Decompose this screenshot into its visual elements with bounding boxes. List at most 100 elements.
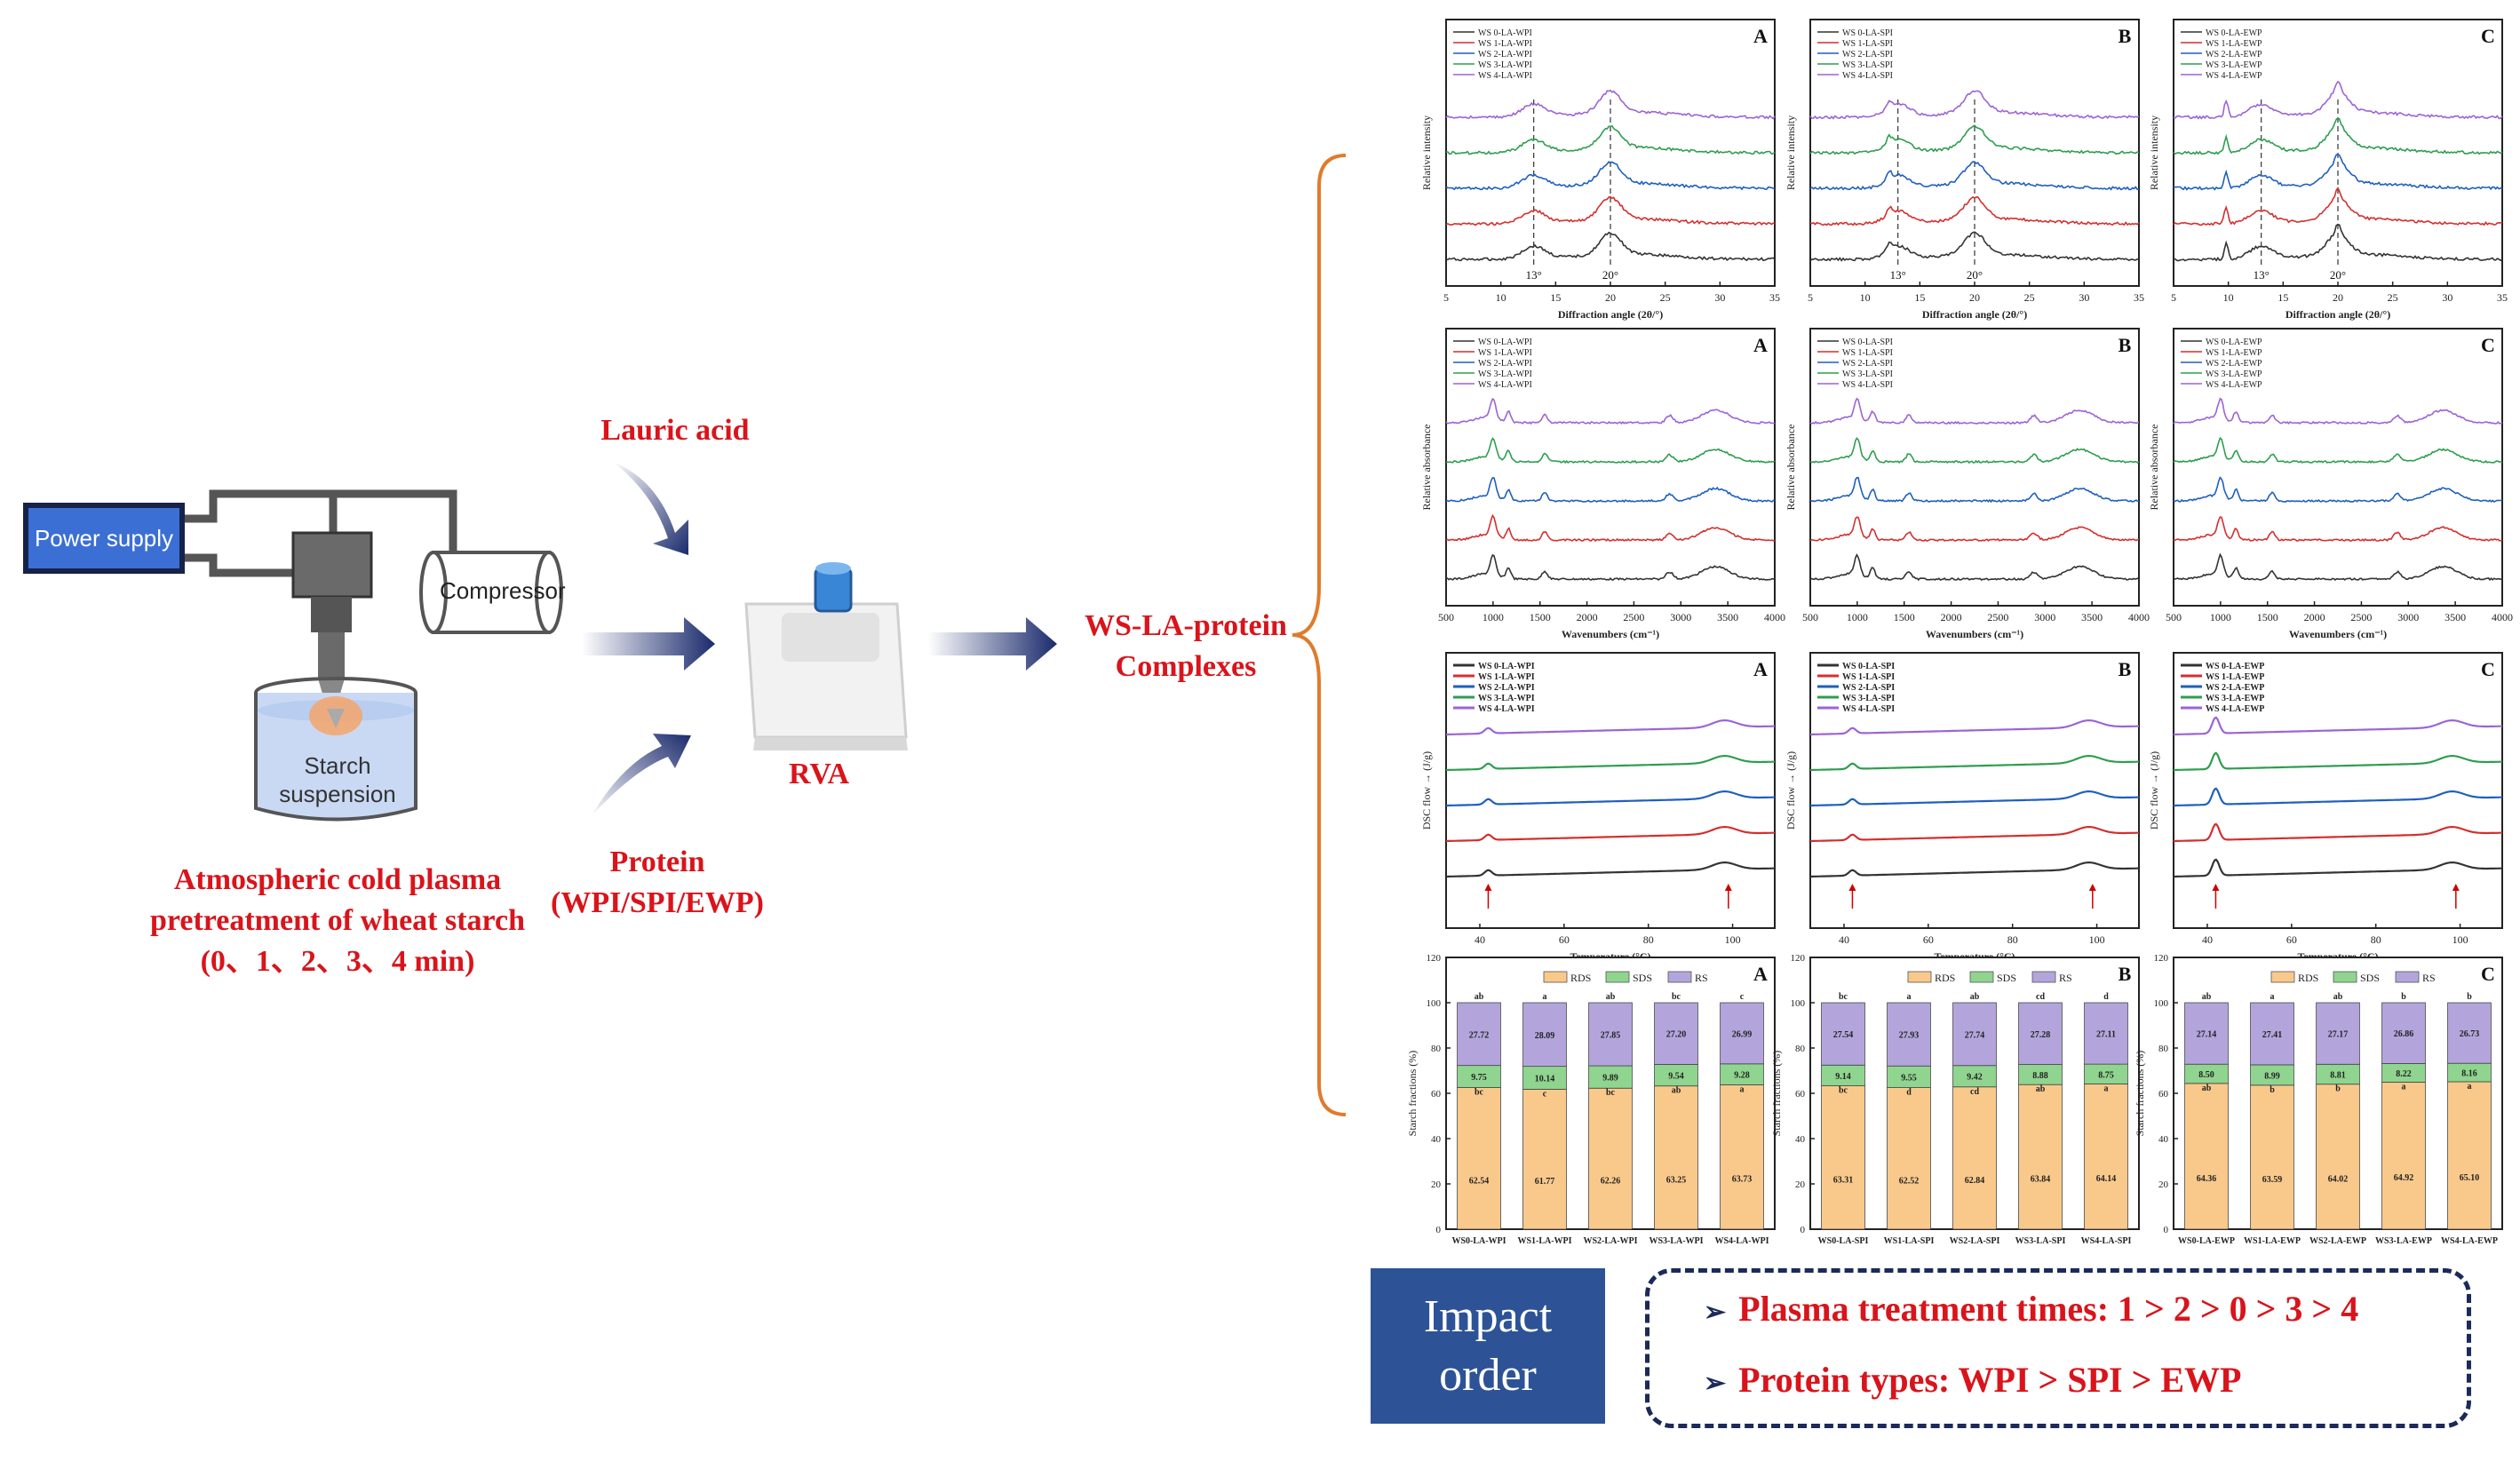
xrd-tick-label: 10 (1496, 291, 1506, 304)
bar-legend-label: SDS (2360, 972, 2380, 984)
xrd-legend-label: WS 3-LA-WPI (1478, 60, 1532, 70)
dsc-arrowhead-icon (2212, 884, 2220, 891)
bar-legend-label: SDS (1633, 972, 1652, 984)
dsc-legend-label: WS 0-LA-SPI (1842, 662, 1895, 671)
xrd-tick-label: 15 (1550, 291, 1561, 304)
product-line2: Complexes (1115, 650, 1257, 683)
xrd-tick-label: 5 (1808, 291, 1813, 304)
bar-legend-swatch (1605, 971, 1630, 983)
bar-value-label: 27.20 (1666, 1030, 1687, 1040)
bar-value-label: 63.31 (1833, 1175, 1854, 1185)
stacked-bar-segment (2184, 1083, 2229, 1230)
bar-ytick-label: 40 (2158, 1134, 2169, 1145)
stacked-bar-segment (2250, 1084, 2294, 1230)
xrd-peak-label: 20° (1602, 268, 1618, 282)
bar-ytick-label: 100 (1791, 998, 1806, 1009)
stacked-bar-segment (1522, 1089, 1567, 1230)
stacked-bar-segment (1654, 1085, 1698, 1230)
dsc-tick-label: 60 (1559, 933, 1570, 946)
xrd-legend-label: WS 0-LA-EWP (2206, 28, 2262, 38)
xrd-ylabel: Relative intensity (1785, 115, 1797, 190)
bar-value-label: 27.54 (1833, 1030, 1854, 1040)
bar-category-label: WS3-LA-WPI (1649, 1236, 1703, 1243)
xrd-ylabel: Relative intensity (2148, 115, 2160, 190)
stacked-bar-segment (1522, 1002, 1567, 1068)
panel-letter: A (1753, 963, 1768, 985)
panel-letter: B (2119, 658, 2132, 680)
xrd-series-line (1809, 231, 2140, 262)
bar-ytick-label: 120 (1427, 953, 1442, 964)
bar-legend-swatch (1543, 971, 1568, 983)
ftir-ylabel: Relative absorbance (2148, 425, 2160, 511)
beaker-icon (254, 677, 417, 822)
dsc-series-line (2174, 787, 2503, 807)
bar-value-label: 8.99 (2264, 1071, 2280, 1081)
xrd-legend-label: WS 3-LA-SPI (1842, 60, 1893, 70)
ftir-panel-frame (1809, 328, 2140, 607)
xrd-tick-label: 15 (2278, 291, 2288, 304)
ftir-tick-label: 2000 (1577, 611, 1598, 623)
significance-letter: ab (1970, 992, 1980, 1002)
significance-letter: ab (1475, 992, 1484, 1002)
stacked-bar-segment (1887, 1087, 1931, 1230)
xrd-peak-label: 13° (1526, 268, 1542, 282)
panel-letter: A (1753, 658, 1768, 680)
significance-letter: a (2270, 992, 2275, 1002)
dsc-panel-frame (2173, 652, 2503, 929)
bar-value-label: 10.14 (1535, 1075, 1555, 1084)
xrd-tick-label: 20 (2333, 291, 2343, 304)
significance-letter: b (2401, 992, 2406, 1002)
power-supply-box: Power supply (23, 503, 185, 574)
cable-compressor (333, 489, 457, 552)
bar-value-label: 9.14 (1835, 1072, 1851, 1082)
ftir-series-line (2173, 436, 2503, 464)
impact-line-plasma: ➢Plasma treatment times: 1 > 2 > 0 > 3 >… (1704, 1288, 2358, 1330)
power-supply-label: Power supply (34, 524, 174, 552)
bar-category-label: WS4-LA-WPI (1714, 1236, 1769, 1243)
cable-top (185, 489, 338, 533)
panel-letter: B (2119, 25, 2132, 47)
ftir-legend-label: WS 4-LA-SPI (1842, 380, 1893, 390)
bar-ytick-label: 80 (2158, 1044, 2169, 1054)
bar-category-label: WS0-LA-EWP (2178, 1236, 2235, 1243)
significance-letter: bc (1606, 1088, 1616, 1098)
xrd-series-line (2173, 153, 2503, 191)
stacked-bar-segment (1522, 1066, 1567, 1090)
bar-legend-swatch (2270, 971, 2295, 983)
ftir-xlabel: Wavenumbers (cm⁻¹) (1926, 628, 2023, 640)
bar-value-label: 27.17 (2328, 1030, 2349, 1040)
lauric-acid-label: Lauric acid (600, 414, 750, 447)
dsc-series-line (1446, 826, 1776, 843)
caption-line1: Atmospheric cold plasma (173, 863, 502, 896)
bar-category-label: WS2-LA-SPI (1950, 1236, 2000, 1243)
ftir-series-line (1809, 437, 2140, 465)
xrd-tick-label: 25 (1660, 291, 1671, 304)
bar-value-label: 27.11 (2096, 1030, 2116, 1040)
significance-letter: bc (1839, 992, 1848, 1002)
dsc-series-line (1446, 719, 1776, 736)
ftir-series-line (2173, 397, 2503, 425)
dsc-series-line (1810, 862, 2140, 878)
dsc-tick-label: 100 (2089, 933, 2105, 946)
ftir-legend-label: WS 2-LA-SPI (1842, 359, 1893, 369)
stacked-bar-segment (1457, 1002, 1501, 1067)
bar-category-label: WS2-LA-EWP (2309, 1236, 2366, 1243)
dsc-legend-label: WS 0-LA-EWP (2206, 662, 2264, 671)
significance-letter: a (1740, 1084, 1745, 1094)
bar-value-label: 27.28 (2031, 1030, 2051, 1040)
xrd-series-line (1809, 161, 2140, 191)
significance-letter: d (2103, 992, 2109, 1002)
xrd-tick-label: 30 (1714, 291, 1725, 304)
significance-letter: b (2467, 992, 2472, 1002)
ftir-ylabel: Relative absorbance (1785, 425, 1797, 511)
xrd-tick-label: 15 (1914, 291, 1925, 304)
xrd-xlabel: Diffraction angle (2θ/°) (1558, 308, 1663, 321)
dsc-tick-label: 100 (2452, 933, 2468, 946)
ftir-series-line (2173, 516, 2503, 542)
bar-legend-label: RS (2059, 972, 2072, 984)
significance-letter: a (2104, 1084, 2109, 1093)
bar-value-label: 8.75 (2098, 1070, 2114, 1080)
stacked-bar-segment (2381, 1002, 2426, 1064)
stacked-bar-segment (1952, 1065, 1997, 1088)
panel-letter: A (1753, 334, 1768, 356)
